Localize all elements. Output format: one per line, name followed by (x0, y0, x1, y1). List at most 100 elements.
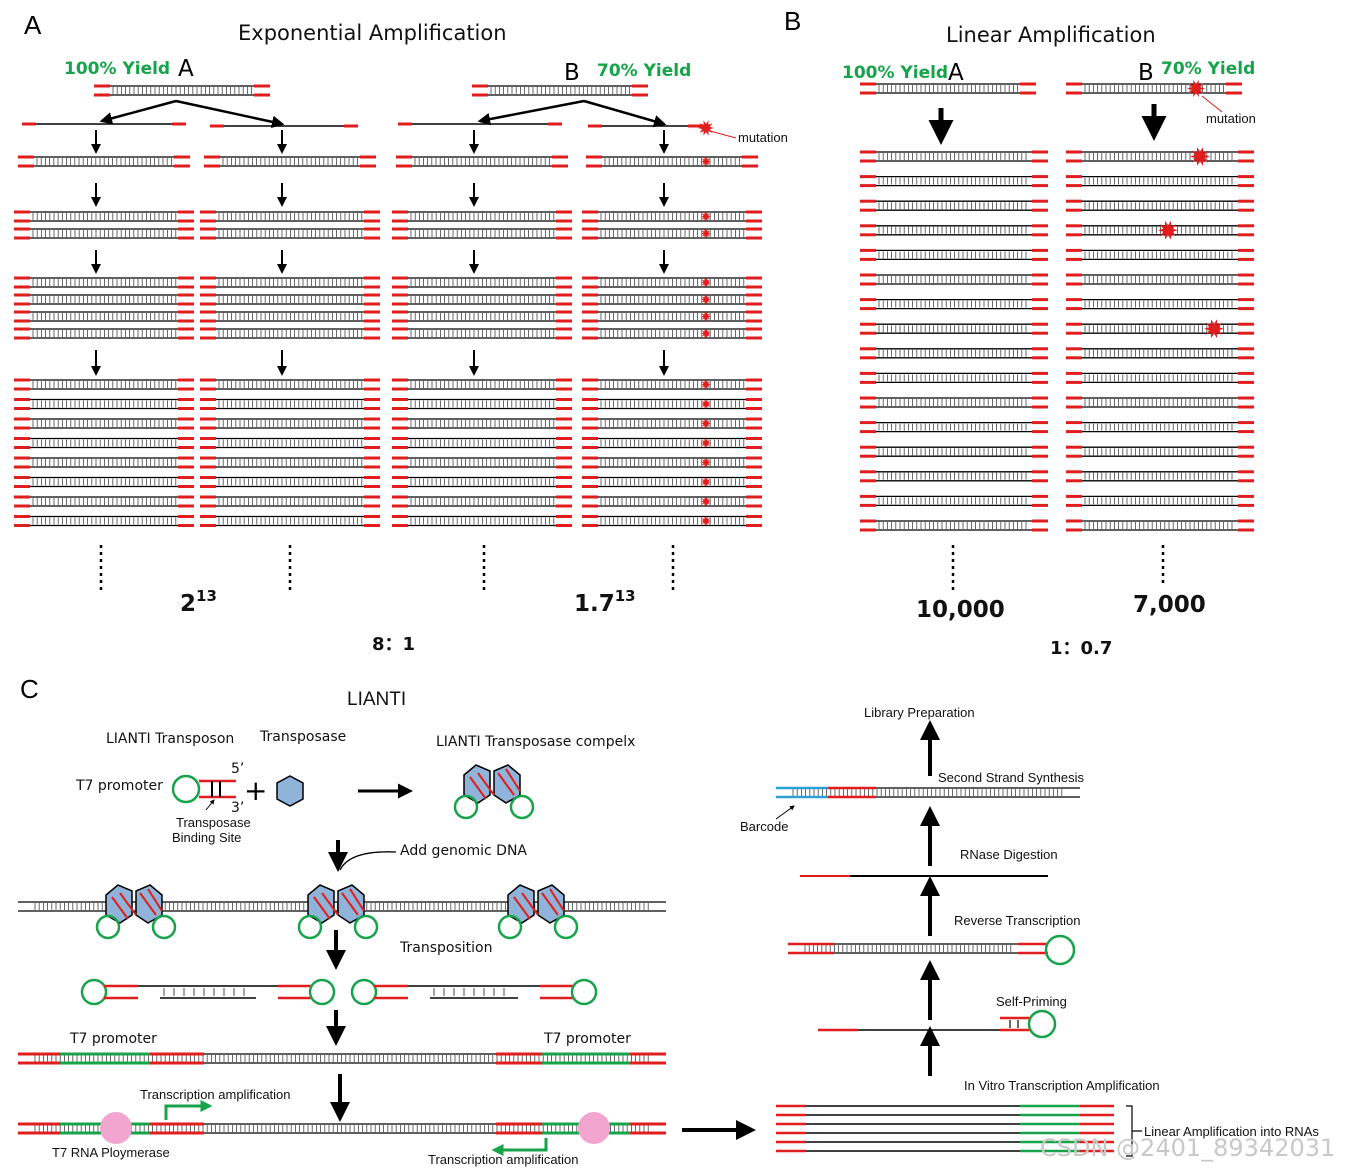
dna-duplex (14, 456, 194, 469)
mutation-star-icon (701, 328, 711, 339)
t7-promoter-right-label: T7 promoter (543, 1031, 631, 1047)
linear-rna-label: Linear Amplification into RNAs (1144, 1124, 1319, 1139)
dna-duplex (1066, 220, 1254, 240)
mutation-star-icon (701, 294, 711, 305)
genomic-dna (18, 884, 666, 940)
dna-duplex (392, 210, 572, 223)
tagged-fragments (80, 978, 598, 1006)
dna-duplex (200, 515, 380, 527)
dna-duplex (14, 293, 194, 306)
panel-a-left-label: A (178, 56, 194, 82)
dna-duplex (860, 421, 1048, 434)
panel-b-right-yield: 70% Yield (1161, 59, 1255, 79)
adaptor (469, 776, 487, 800)
dna-duplex (582, 276, 762, 289)
panel-a-left-yield: 100% Yield (64, 59, 170, 79)
svg-text:1.713: 1.713 (574, 587, 636, 617)
transposase-complex-icon (497, 884, 579, 940)
dna-duplex (860, 199, 1048, 212)
linear-rna-stack (776, 1104, 1142, 1157)
binding-site-label-1: Transposase (176, 815, 251, 830)
hairpin-loop (497, 914, 523, 940)
hairpin-loop (1044, 934, 1076, 966)
hairpin-loop (509, 794, 535, 820)
dna-duplex (582, 327, 762, 340)
panel-b-ratio: 1：0.7 (1050, 638, 1112, 659)
hairpin-loop (80, 978, 108, 1006)
flow-arrow (583, 99, 667, 128)
dna-duplex (472, 84, 648, 97)
panel-a-left-count: 213 (180, 587, 217, 617)
polymerase-icon (100, 1112, 132, 1144)
five-prime-label: 5’ (231, 761, 244, 777)
panel-a-title: Exponential Amplification (238, 21, 507, 45)
dna-duplex (200, 327, 380, 340)
self-priming-label: Self-Priming (996, 994, 1067, 1009)
adaptor (147, 888, 163, 912)
hairpin-loop (1027, 1009, 1057, 1039)
adaptor (139, 892, 157, 916)
complex-label: LIANTI Transposase compelx (436, 734, 635, 750)
dna-duplex (1066, 199, 1254, 212)
dna-duplex (200, 437, 380, 449)
transposase-complexes (453, 764, 535, 820)
dna-duplex (1066, 519, 1254, 532)
dna-duplex (392, 398, 572, 410)
dna-duplex (582, 310, 762, 323)
dna-duplex (582, 437, 762, 449)
dna-duplex (200, 398, 380, 410)
dna-duplex (14, 310, 194, 323)
dna-duplex (1066, 494, 1254, 507)
panel-a-mutation-label: mutation (738, 130, 788, 145)
transposon-label: LIANTI Transposon (106, 731, 234, 747)
dna-duplex (200, 456, 380, 469)
adaptor (477, 772, 495, 796)
adaptor (111, 896, 129, 920)
t7-promoter-label: T7 promoter (75, 778, 163, 794)
panel-b-right-label: B (1138, 60, 1154, 86)
dna-duplex (582, 476, 762, 488)
self-primed-rna (818, 1009, 1057, 1039)
dna-duplex (392, 293, 572, 306)
transcript-arrow (491, 1138, 548, 1156)
dna-duplex (392, 437, 572, 449)
adaptor (541, 892, 559, 916)
adaptor (549, 888, 565, 912)
mutation-star-icon (1158, 220, 1178, 240)
dna-duplex (582, 378, 762, 391)
barcode-label: Barcode (740, 819, 788, 834)
plus-icon: + (244, 774, 267, 807)
dna-duplex (392, 227, 572, 240)
dna-duplex (582, 456, 762, 469)
hairpin-loop (297, 914, 323, 940)
dna-duplex (392, 276, 572, 289)
transcription-top-label: Transcription amplification (140, 1087, 291, 1102)
panel-a-dna-copies (14, 84, 762, 590)
panel-b-left-count: 10,000 (916, 597, 1005, 623)
dna-duplex (860, 519, 1048, 532)
filled-template-dna (18, 1052, 666, 1065)
add-dna-label: Add genomic DNA (400, 843, 527, 859)
panel-a-arrows (91, 99, 669, 376)
library-label: Library Preparation (864, 705, 975, 720)
dna-duplex (200, 293, 380, 306)
panel-b-mutation-pointer (1201, 95, 1223, 113)
transcribing-dna (18, 1100, 666, 1156)
mutation-star-icon (701, 457, 711, 468)
dna-duplex (200, 210, 380, 223)
transposase-complex-icon (453, 764, 535, 820)
hairpin-loop (553, 914, 579, 940)
dna-duplex (582, 293, 762, 306)
hairpin-loop (151, 914, 177, 940)
transposase-complex-icon (297, 884, 379, 940)
transposase-complex-icon (95, 884, 177, 940)
dna-duplex (392, 456, 572, 469)
three-prime-label: 3’ (231, 800, 244, 816)
mutation-star-icon (701, 399, 711, 409)
dna-duplex (200, 417, 380, 430)
dna-duplex (18, 155, 190, 168)
dna-duplex (1066, 470, 1254, 483)
hairpin-loop (350, 978, 378, 1006)
polymerase-label: T7 RNA Ploymerase (52, 1145, 170, 1160)
hairpin-loop (453, 794, 479, 820)
